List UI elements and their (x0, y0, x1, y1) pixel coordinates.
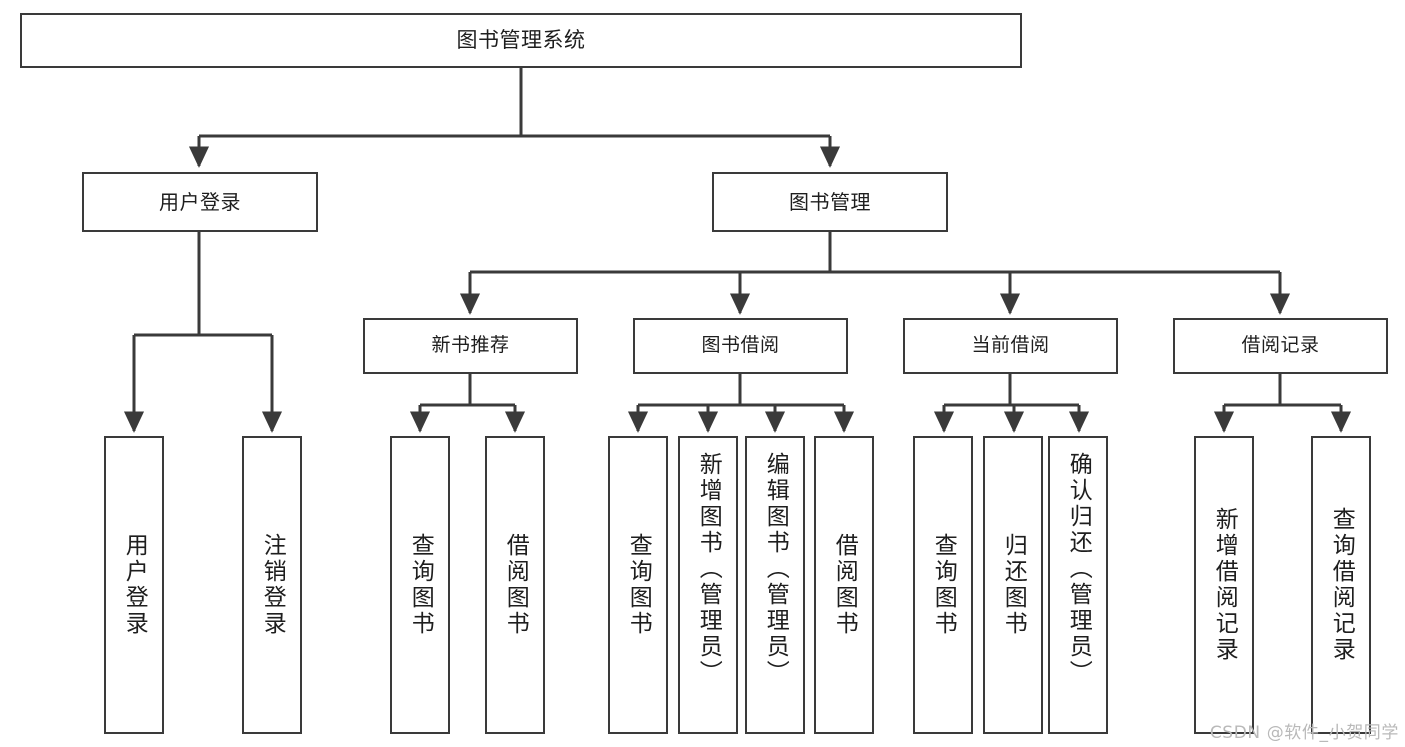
leaf-confirm-return[interactable]: 确认归还（管理员） (1048, 436, 1108, 734)
leaf-query-book-3[interactable]: 查询图书 (913, 436, 973, 734)
node-user-login[interactable]: 用户登录 (82, 172, 318, 232)
leaf-borrow-book-2[interactable]: 借阅图书 (814, 436, 874, 734)
leaf-edit-book-label: 编辑图书（管理员） (762, 452, 789, 686)
leaf-add-book-label: 新增图书（管理员） (695, 452, 722, 686)
leaf-add-record-label: 新增借阅记录 (1211, 507, 1238, 663)
leaf-return-book-label: 归还图书 (1000, 533, 1027, 637)
leaf-query-book-1-label: 查询图书 (407, 533, 434, 637)
leaf-query-record-label: 查询借阅记录 (1328, 507, 1355, 663)
leaf-user-login-label: 用户登录 (121, 533, 148, 637)
node-book-borrow[interactable]: 图书借阅 (633, 318, 848, 374)
leaf-add-record[interactable]: 新增借阅记录 (1194, 436, 1254, 734)
leaf-query-book-2-label: 查询图书 (625, 533, 652, 637)
leaf-query-book-1[interactable]: 查询图书 (390, 436, 450, 734)
leaf-edit-book[interactable]: 编辑图书（管理员） (745, 436, 805, 734)
leaf-borrow-book-1-label: 借阅图书 (502, 533, 529, 637)
leaf-add-book[interactable]: 新增图书（管理员） (678, 436, 738, 734)
leaf-logout[interactable]: 注销登录 (242, 436, 302, 734)
node-new-book-rec[interactable]: 新书推荐 (363, 318, 578, 374)
node-user-login-label: 用户登录 (159, 189, 241, 214)
leaf-query-book-3-label: 查询图书 (930, 533, 957, 637)
node-root-label: 图书管理系统 (456, 27, 586, 52)
node-root[interactable]: 图书管理系统 (20, 13, 1022, 68)
node-borrow-record-label: 借阅记录 (1241, 334, 1320, 357)
node-book-borrow-label: 图书借阅 (701, 334, 780, 357)
node-borrow-record[interactable]: 借阅记录 (1173, 318, 1388, 374)
leaf-user-login[interactable]: 用户登录 (104, 436, 164, 734)
node-current-borrow-label: 当前借阅 (971, 334, 1050, 357)
leaf-logout-label: 注销登录 (259, 533, 286, 637)
leaf-borrow-book-1[interactable]: 借阅图书 (485, 436, 545, 734)
node-current-borrow[interactable]: 当前借阅 (903, 318, 1118, 374)
leaf-query-book-2[interactable]: 查询图书 (608, 436, 668, 734)
node-book-manage-label: 图书管理 (789, 189, 871, 214)
leaf-return-book[interactable]: 归还图书 (983, 436, 1043, 734)
leaf-confirm-return-label: 确认归还（管理员） (1065, 452, 1092, 686)
leaf-query-record[interactable]: 查询借阅记录 (1311, 436, 1371, 734)
node-new-book-rec-label: 新书推荐 (431, 334, 510, 357)
leaf-borrow-book-2-label: 借阅图书 (831, 533, 858, 637)
node-book-manage[interactable]: 图书管理 (712, 172, 948, 232)
